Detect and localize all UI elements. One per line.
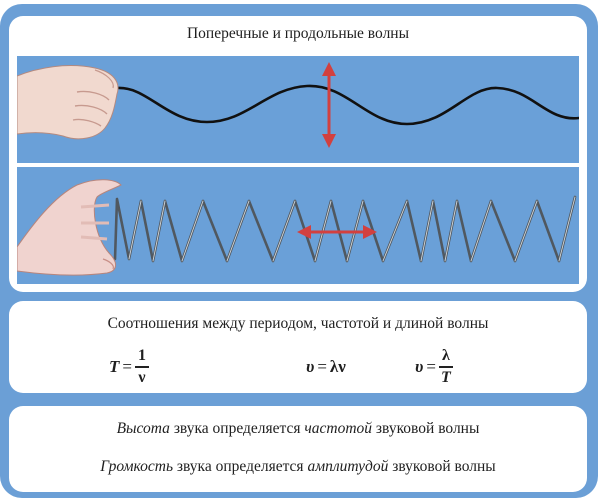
vertical-double-arrow-icon bbox=[322, 62, 336, 148]
longitudinal-wave-drawing bbox=[17, 179, 577, 276]
formula-equals: = bbox=[122, 357, 132, 376]
transverse-wave-illustration bbox=[17, 56, 579, 163]
longitudinal-wave-illustration bbox=[17, 167, 579, 284]
term-pitch: Высота bbox=[116, 420, 170, 437]
fraction-bar bbox=[438, 366, 453, 368]
hand-icon bbox=[17, 65, 119, 140]
waves-panel: Поперечные и продольные волны bbox=[9, 16, 587, 292]
term-frequency: частотой bbox=[304, 420, 373, 437]
formula-lhs: υ bbox=[306, 357, 315, 376]
hand-icon bbox=[17, 179, 122, 276]
formula-speed-wavelength-frequency: υ = λν bbox=[306, 345, 346, 389]
formula-rhs: λν bbox=[329, 357, 346, 376]
term-amplitude: амплитудой bbox=[307, 458, 389, 475]
formulas-row: T = 1 ν υ = λν υ = λ T bbox=[9, 345, 587, 389]
formula-fraction: λ T bbox=[438, 347, 453, 386]
transverse-wave-drawing bbox=[17, 62, 579, 148]
formula-equals: = bbox=[426, 357, 436, 376]
fraction-bar bbox=[134, 366, 149, 368]
fraction-numerator: 1 bbox=[137, 347, 146, 365]
horizontal-double-arrow-icon bbox=[297, 225, 377, 239]
formula-lhs: T bbox=[109, 357, 120, 376]
waves-panel-title: Поперечные и продольные волны bbox=[186, 25, 410, 42]
pitch-statement: Высота звука определяется частотой звуко… bbox=[9, 420, 587, 438]
rope-wave bbox=[115, 84, 579, 126]
fraction-denominator: ν bbox=[138, 368, 146, 386]
fraction-denominator: T bbox=[441, 368, 451, 386]
formula-period-frequency: T = 1 ν bbox=[109, 345, 149, 389]
relations-panel-title: Соотношения между периодом, частотой и д… bbox=[107, 315, 489, 332]
outer-frame: Поперечные и продольные волны bbox=[0, 4, 598, 498]
formula-lhs: υ bbox=[415, 357, 424, 376]
fraction-numerator: λ bbox=[441, 347, 450, 365]
formula-fraction: 1 ν bbox=[134, 347, 149, 386]
term-loudness: Громкость bbox=[100, 458, 174, 475]
sentence-tail: звуковой волны bbox=[388, 458, 496, 475]
relations-panel: Соотношения между периодом, частотой и д… bbox=[9, 301, 587, 393]
sentence-middle: звука определяется bbox=[173, 458, 308, 475]
formula-equals: = bbox=[317, 357, 327, 376]
sentence-tail: звуковой волны bbox=[372, 420, 480, 437]
sound-panel: Высота звука определяется частотой звуко… bbox=[9, 406, 587, 492]
spring-coil bbox=[113, 195, 577, 263]
formula-speed-wavelength-period: υ = λ T bbox=[415, 345, 453, 389]
sentence-middle: звука определяется bbox=[169, 420, 305, 437]
loudness-statement: Громкость звука определяется амплитудой … bbox=[9, 458, 587, 476]
